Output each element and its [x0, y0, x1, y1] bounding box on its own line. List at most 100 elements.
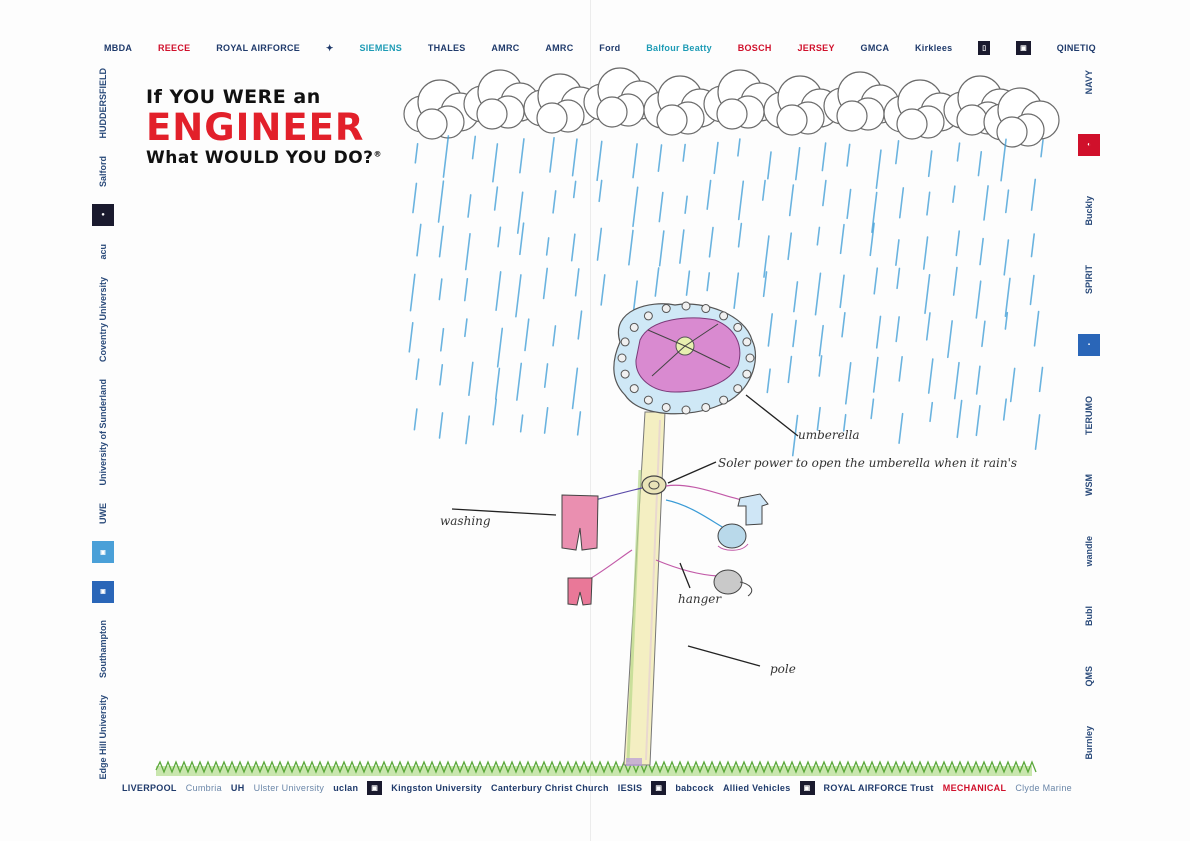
washing-label: washing — [440, 514, 491, 528]
rain-streak — [1030, 233, 1035, 258]
rain-streak — [839, 274, 845, 309]
umbrella-scallop — [701, 304, 711, 314]
rain-streak — [924, 273, 931, 315]
rain-streak — [737, 180, 745, 221]
rain-streak — [873, 267, 879, 295]
rain-streak — [946, 320, 953, 359]
rain-streak — [468, 361, 474, 397]
rain-streak — [516, 362, 523, 401]
umbrella-scallop — [629, 384, 639, 394]
sponsor-logo-qinetiq-16: QINETIQ — [1056, 43, 1096, 53]
rain-clouds — [403, 67, 1060, 148]
rain-streak — [682, 143, 686, 162]
rain-streak — [872, 356, 879, 393]
sponsor-logo-thales-5: THALES — [427, 43, 466, 53]
rain-streak — [552, 325, 557, 347]
rain-streak — [464, 318, 468, 338]
rain-streak — [571, 367, 579, 410]
rain-streak — [896, 267, 901, 290]
sponsor-logo-kingston-university-6: Kingston University — [391, 783, 482, 793]
rain-streak — [632, 143, 638, 179]
rain-streak — [816, 406, 821, 431]
rain-streak — [975, 405, 981, 437]
sponsor-logo-siemens-4: SIEMENS — [359, 43, 403, 53]
cloud-puff — [996, 116, 1028, 148]
rain-streak — [415, 358, 420, 381]
rain-streak — [953, 361, 960, 400]
rain-streak — [898, 356, 903, 382]
sponsor-logo-allied-vehicles-11: Allied Vehicles — [723, 783, 791, 793]
rain-streak — [814, 272, 822, 316]
rain-streak — [570, 233, 576, 262]
rain-streak — [542, 267, 549, 300]
umbrella-label: umberella — [798, 428, 860, 442]
rain-streak — [844, 361, 852, 405]
title-question: What WOULD YOU DO? — [146, 148, 374, 168]
sponsor-logo-bosch-10: BOSCH — [737, 43, 772, 53]
rain-streak — [762, 271, 768, 298]
rain-streak — [519, 414, 524, 433]
sponsor-logo-mark-15: ▣ — [1016, 41, 1032, 55]
rain-streak — [821, 142, 827, 172]
rain-streak — [598, 179, 603, 203]
rain-streak — [552, 190, 557, 214]
solar-unit — [641, 475, 667, 495]
umbrella-scallop — [617, 353, 627, 363]
sponsor-logo-clyde-marine-15: Clyde Marine — [1015, 783, 1072, 793]
rain-streak — [983, 185, 989, 221]
rain-streak — [952, 185, 956, 203]
umbrella-scallop — [643, 395, 653, 405]
umbrella-scallop — [742, 369, 752, 379]
rain-streak — [952, 266, 958, 296]
sponsor-logo-mbda-0: MBDA — [104, 43, 133, 53]
rain-streak — [1030, 178, 1037, 211]
sponsor-logo-ulster-university-3: Ulster University — [253, 783, 325, 793]
sponsor-logo-reece-1: REECE — [157, 43, 191, 53]
rain-streak — [628, 229, 634, 266]
sponsor-logo-mark-7: ▣ — [92, 541, 114, 564]
rain-streak — [497, 226, 502, 248]
rain-streak — [515, 274, 522, 318]
rain-streak — [794, 146, 801, 181]
rain-streaks — [408, 135, 1044, 457]
rain-streak — [437, 180, 445, 223]
rain-streak — [922, 236, 929, 270]
rain-streak — [577, 310, 583, 340]
rain-streak — [632, 186, 639, 228]
cloud-puff — [596, 96, 628, 128]
rain-streak — [816, 226, 821, 246]
rain-streak — [870, 398, 875, 420]
rain-streak — [788, 184, 795, 217]
rain-streak — [926, 191, 931, 216]
rain-streak — [956, 142, 961, 162]
rain-streak — [1004, 311, 1009, 330]
rain-streak — [596, 227, 603, 261]
sponsor-logo-jersey-11: JERSEY — [797, 43, 835, 53]
rain-streak — [524, 318, 530, 352]
rain-streak — [842, 413, 847, 432]
sponsor-logo-mark-4: ▪ — [1078, 333, 1100, 356]
rain-streak — [657, 144, 663, 172]
rain-streak — [927, 150, 933, 178]
rain-streak — [706, 272, 711, 292]
rain-streak — [955, 230, 961, 257]
sponsor-logo-iesis-8: IESIS — [617, 783, 643, 793]
umbrella-scallop — [643, 311, 653, 321]
rain-streak — [492, 398, 498, 426]
umbrella-scallop — [701, 402, 711, 412]
rain-streak — [438, 225, 444, 258]
rain-streak — [975, 280, 982, 319]
umbrella-scallop — [620, 369, 630, 379]
rain-streak — [496, 327, 504, 368]
solar-power-label: Soler power to open the umberella when i… — [718, 456, 1018, 470]
rain-streak — [793, 281, 799, 313]
rain-streak — [875, 149, 882, 190]
rain-streak — [841, 311, 846, 338]
title-line-1: If YOU WERE an — [146, 86, 321, 108]
pole-label: pole — [770, 662, 796, 676]
rain-streak — [929, 401, 934, 423]
cloud-puff — [536, 102, 568, 134]
rain-streak — [766, 368, 771, 394]
